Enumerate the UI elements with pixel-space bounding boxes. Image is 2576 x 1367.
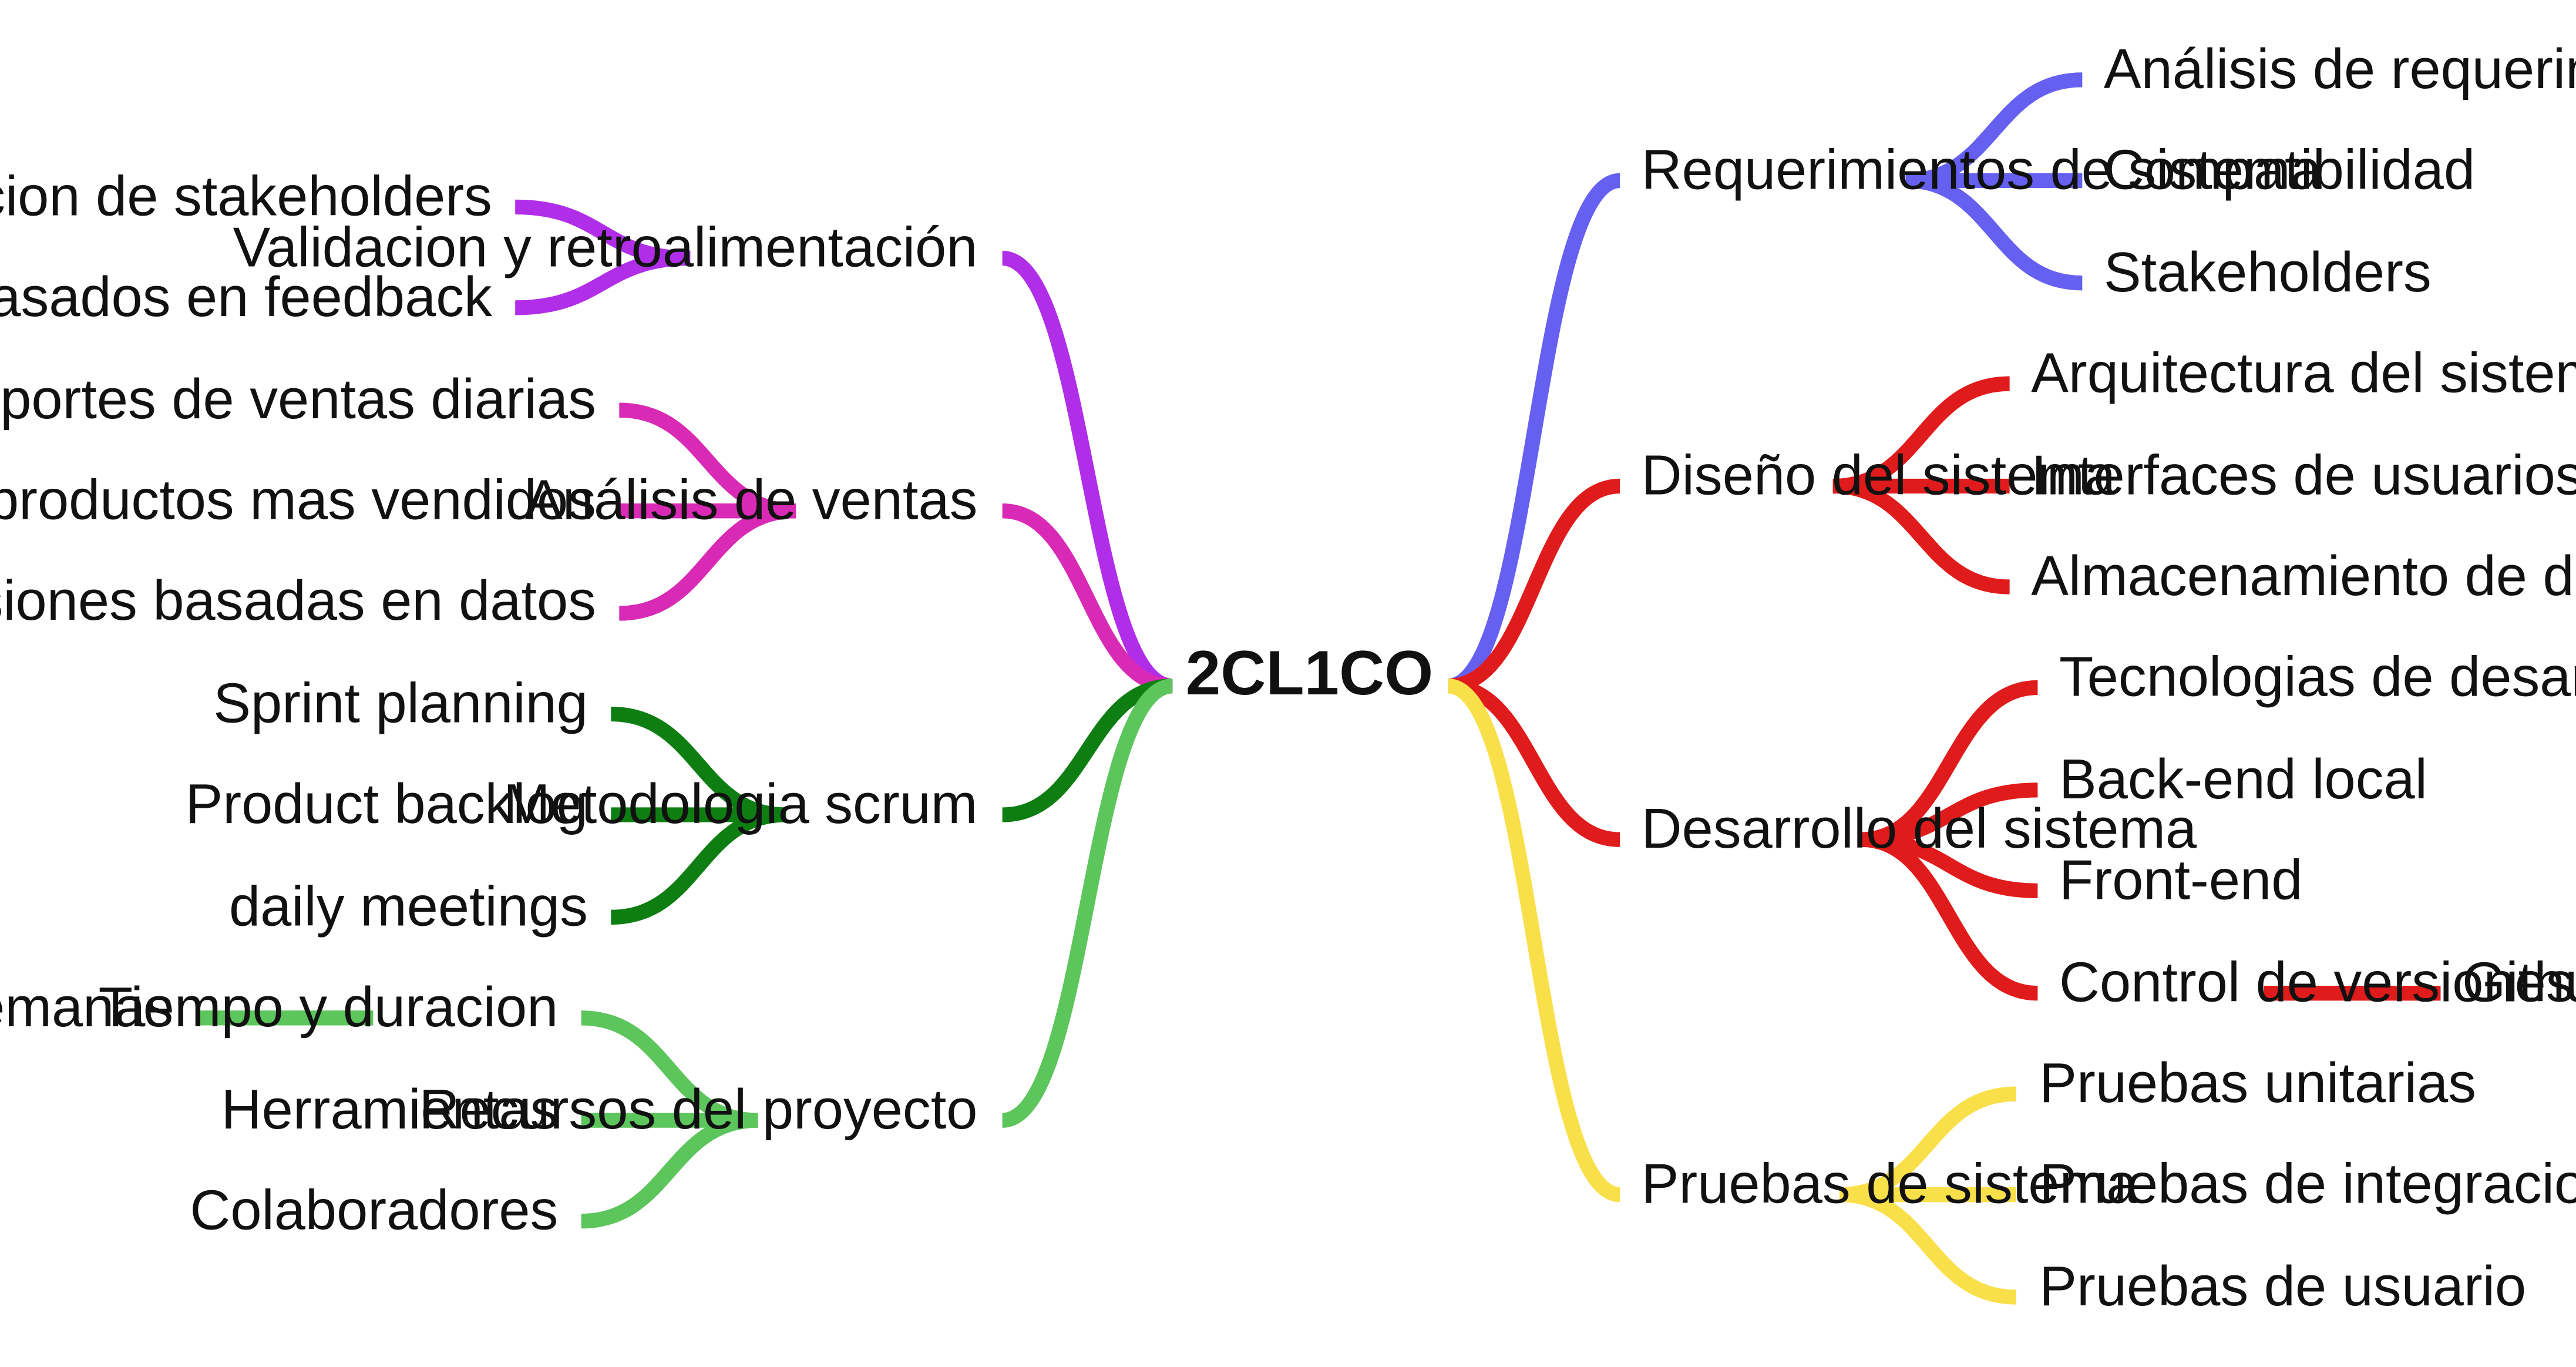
- link-root-requerimientos: [1447, 173, 1621, 694]
- leaf-colaboradores[interactable]: Colaboradores: [190, 1179, 558, 1242]
- leaf-evaluacion-stakeholders[interactable]: Evaluacion de stakeholders: [0, 164, 492, 227]
- leaf-interfaces-usuarios[interactable]: Interfaces de usuarios: [2031, 444, 2576, 507]
- link-desarrollo-control: [1861, 832, 2038, 1001]
- branch-validacion[interactable]: Validacion y retroalimentación: [233, 216, 977, 279]
- branch-metodologia-scrum[interactable]: Metodologia scrum: [503, 772, 977, 835]
- leaf-decisiones-datos[interactable]: Decisiones basadas en datos: [0, 569, 596, 632]
- connector-lines: [196, 72, 2441, 1305]
- leaf-tiempo-duracion[interactable]: Tiempo y duracion: [99, 976, 559, 1039]
- link-analisis-decisiones: [619, 503, 796, 621]
- leaf-pruebas-unitarias[interactable]: Pruebas unitarias: [2039, 1052, 2476, 1114]
- leaf-identificacion-productos[interactable]: Identificacion de productos mas vendidos: [0, 469, 596, 532]
- root-node[interactable]: 2CL1CO: [1186, 637, 1433, 708]
- leaf-control-versiones[interactable]: Control de versiones: [2059, 951, 2574, 1014]
- branch-analisis-ventas[interactable]: Análisis de ventas: [525, 469, 977, 532]
- leaf-product-backlog[interactable]: Product backlog: [186, 772, 588, 835]
- leaf-sprint-planning[interactable]: Sprint planning: [213, 672, 588, 735]
- link-root-metodologia: [1002, 679, 1173, 822]
- leaf-back-end-local[interactable]: Back-end local: [2059, 748, 2427, 811]
- link-root-diseno: [1447, 478, 1620, 694]
- leaf-reportes-ventas[interactable]: Reportes de ventas diarias: [0, 368, 596, 431]
- leaf-compatibilidad[interactable]: Compatibilidad: [2104, 138, 2475, 201]
- branch-pruebas[interactable]: Pruebas de sistema: [1642, 1153, 2138, 1215]
- link-pruebas-usuario: [1839, 1187, 2017, 1305]
- branch-recursos-proyecto[interactable]: Recursos del proyecto: [419, 1078, 977, 1141]
- link-recursos-colaboradores: [581, 1113, 758, 1229]
- leaf-herramientas[interactable]: Herramientas: [221, 1078, 559, 1141]
- leaf-arquitectura[interactable]: Arquitectura del sistema: [2031, 341, 2576, 404]
- link-metodologia-daily: [611, 807, 786, 925]
- leaf-tecnologias-escritorio[interactable]: Tecnologias de desarrollo de escritorio: [2059, 646, 2576, 708]
- link-requerimientos-stakeholders: [1905, 173, 2083, 291]
- link-root-validacion: [1001, 250, 1173, 694]
- leaf-analisis-requerimientos[interactable]: Análisis de requerimientos: [2104, 38, 2576, 100]
- link-root-pruebas: [1447, 679, 1621, 1203]
- leaf-daily-meetings[interactable]: daily meetings: [229, 875, 588, 938]
- leaf-pruebas-usuario[interactable]: Pruebas de usuario: [2039, 1255, 2526, 1318]
- leaf-github[interactable]: Github: [2462, 951, 2576, 1014]
- leaf-almacenamiento-datos[interactable]: Almacenamiento de datos local: [2031, 545, 2576, 607]
- link-root-recursos: [1001, 679, 1173, 1128]
- leaf-ajustes-feedback[interactable]: Ajustes basados en feedback: [0, 266, 492, 328]
- link-validacion-ajustes: [515, 250, 691, 315]
- link-root-analisis: [1001, 503, 1173, 694]
- link-root-desarrollo: [1448, 679, 1620, 847]
- leaf-pruebas-integracion[interactable]: Pruebas de integracion: [2039, 1153, 2576, 1215]
- leaf-18-semanas[interactable]: 18 semanas: [0, 976, 173, 1039]
- leaf-stakeholders[interactable]: Stakeholders: [2104, 241, 2432, 304]
- leaf-front-end[interactable]: Front-end: [2059, 848, 2302, 911]
- branch-desarrollo[interactable]: Desarrollo del sistema: [1642, 797, 2197, 860]
- branch-diseno[interactable]: Diseño del sistema: [1642, 444, 2116, 507]
- branch-requerimientos[interactable]: Requerimientos de sistema: [1642, 138, 2322, 201]
- link-diseno-almacenamiento: [1832, 478, 2010, 595]
